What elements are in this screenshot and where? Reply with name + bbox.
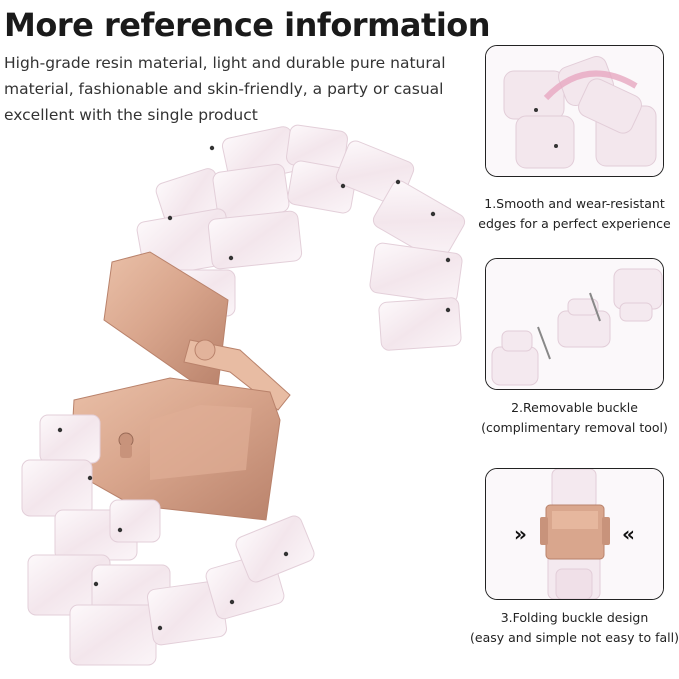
description-line: High-grade resin material, light and dur… [4, 54, 446, 72]
feature-caption-3: 3.Folding buckle design (easy and simple… [470, 608, 679, 648]
band-edge-closeup [486, 46, 663, 176]
pin-icon [589, 292, 601, 322]
arrow-left-icon: « [622, 522, 635, 546]
feature-image-removable-links [485, 258, 664, 390]
feature-caption-1: 1.Smooth and wear-resistant edges for a … [470, 194, 679, 234]
feature-caption-2: 2.Removable buckle (complimentary remova… [470, 398, 679, 438]
pin-icon [537, 326, 551, 360]
lower-strap [21, 414, 315, 666]
arrow-right-icon: » [514, 522, 527, 546]
caption-line: (complimentary removal tool) [481, 420, 668, 435]
description-line: excellent with the single product [4, 106, 258, 124]
folding-clasp [69, 251, 291, 521]
product-description: High-grade resin material, light and dur… [4, 50, 484, 128]
page-title: More reference information [4, 6, 491, 44]
watch-band-photo [21, 124, 466, 666]
caption-line: (easy and simple not easy to fall) [470, 630, 679, 645]
caption-line: 3.Folding buckle design [500, 610, 649, 625]
caption-line: 1.Smooth and wear-resistant [484, 196, 665, 211]
feature-image-folding-buckle: » « [485, 468, 664, 600]
folding-clasp-closeup: » « [486, 469, 663, 599]
link-pins [57, 145, 451, 631]
feature-image-smooth-edges [485, 45, 664, 177]
band-links-with-pins [486, 259, 663, 389]
caption-line: edges for a perfect experience [478, 216, 671, 231]
caption-line: 2.Removable buckle [511, 400, 638, 415]
description-line: material, fashionable and skin-friendly,… [4, 80, 444, 98]
